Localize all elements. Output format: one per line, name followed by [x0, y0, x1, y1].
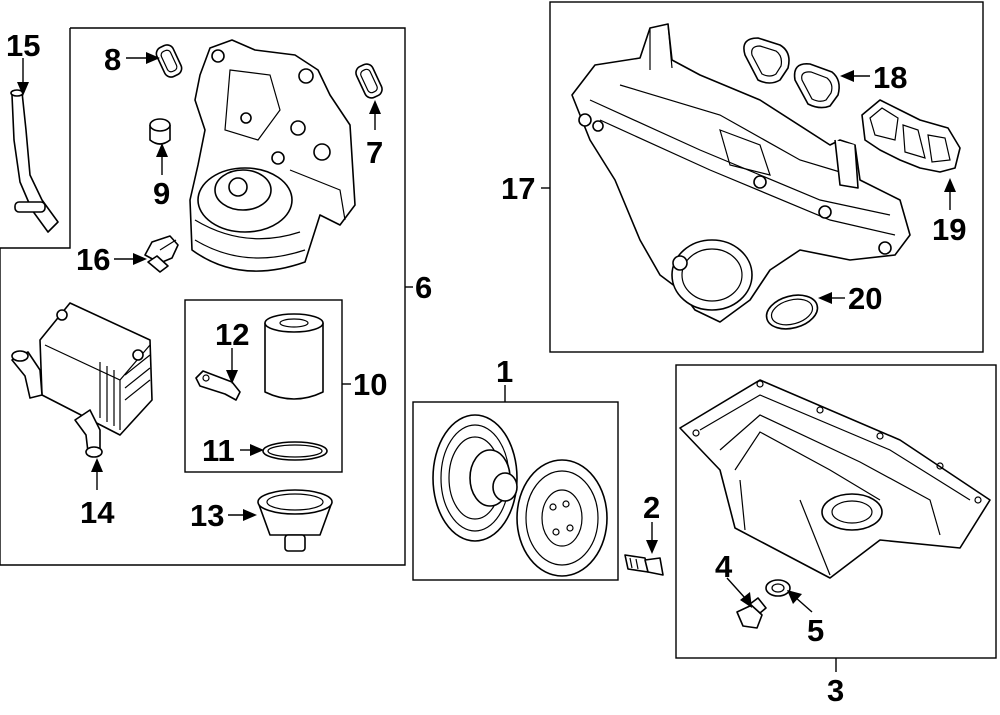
pulley-bolt — [624, 554, 664, 576]
filter-o-ring — [262, 441, 328, 461]
filter-clip — [195, 370, 241, 401]
oil-filter-housing-group-frame — [0, 27, 406, 566]
intake-manifold — [571, 23, 911, 323]
callout-16: 16 — [76, 242, 110, 277]
callout-2: 2 — [643, 490, 660, 525]
oil-filter-cap — [257, 489, 333, 552]
callout-11: 11 — [202, 433, 235, 468]
crankshaft-pulley-group-frame — [412, 401, 619, 581]
callout-7: 7 — [366, 135, 383, 170]
leader-lines — [17, 52, 956, 672]
callout-5: 5 — [807, 613, 824, 648]
intake-gasket-18 — [743, 37, 840, 109]
callout-12: 12 — [215, 317, 249, 352]
oil-cooler-hose — [10, 89, 59, 233]
callout-10: 10 — [353, 367, 387, 402]
callout-20: 20 — [848, 281, 882, 316]
drain-plug — [736, 597, 767, 629]
callout-4: 4 — [715, 549, 733, 584]
oil-pressure-sensor — [144, 235, 179, 273]
callout-18: 18 — [873, 60, 907, 95]
callout-3: 3 — [827, 673, 844, 708]
crankshaft-pulley — [432, 414, 608, 577]
callout-14: 14 — [80, 495, 115, 530]
oil-filter-kit-group-frame — [184, 299, 343, 473]
callout-17: 17 — [501, 171, 535, 206]
callout-9: 9 — [153, 176, 170, 211]
callout-15: 15 — [6, 28, 40, 63]
o-ring-seal-8 — [155, 44, 183, 78]
callout-6: 6 — [415, 270, 432, 305]
callout-1: 1 — [496, 354, 513, 389]
callout-8: 8 — [104, 42, 121, 77]
drain-plug-washer — [765, 579, 791, 597]
oil-cooler — [11, 302, 153, 458]
intake-manifold-group-frame — [549, 1, 984, 353]
seal-9 — [149, 118, 171, 145]
oil-pan — [679, 379, 991, 579]
callout-19: 19 — [932, 212, 966, 247]
oil-filter-element — [264, 313, 324, 400]
o-ring-seal-7 — [355, 63, 383, 99]
intake-gasket-19 — [861, 99, 961, 173]
callout-13: 13 — [190, 498, 224, 533]
throttle-body-gasket — [765, 294, 819, 330]
oil-filter-housing — [189, 39, 356, 272]
